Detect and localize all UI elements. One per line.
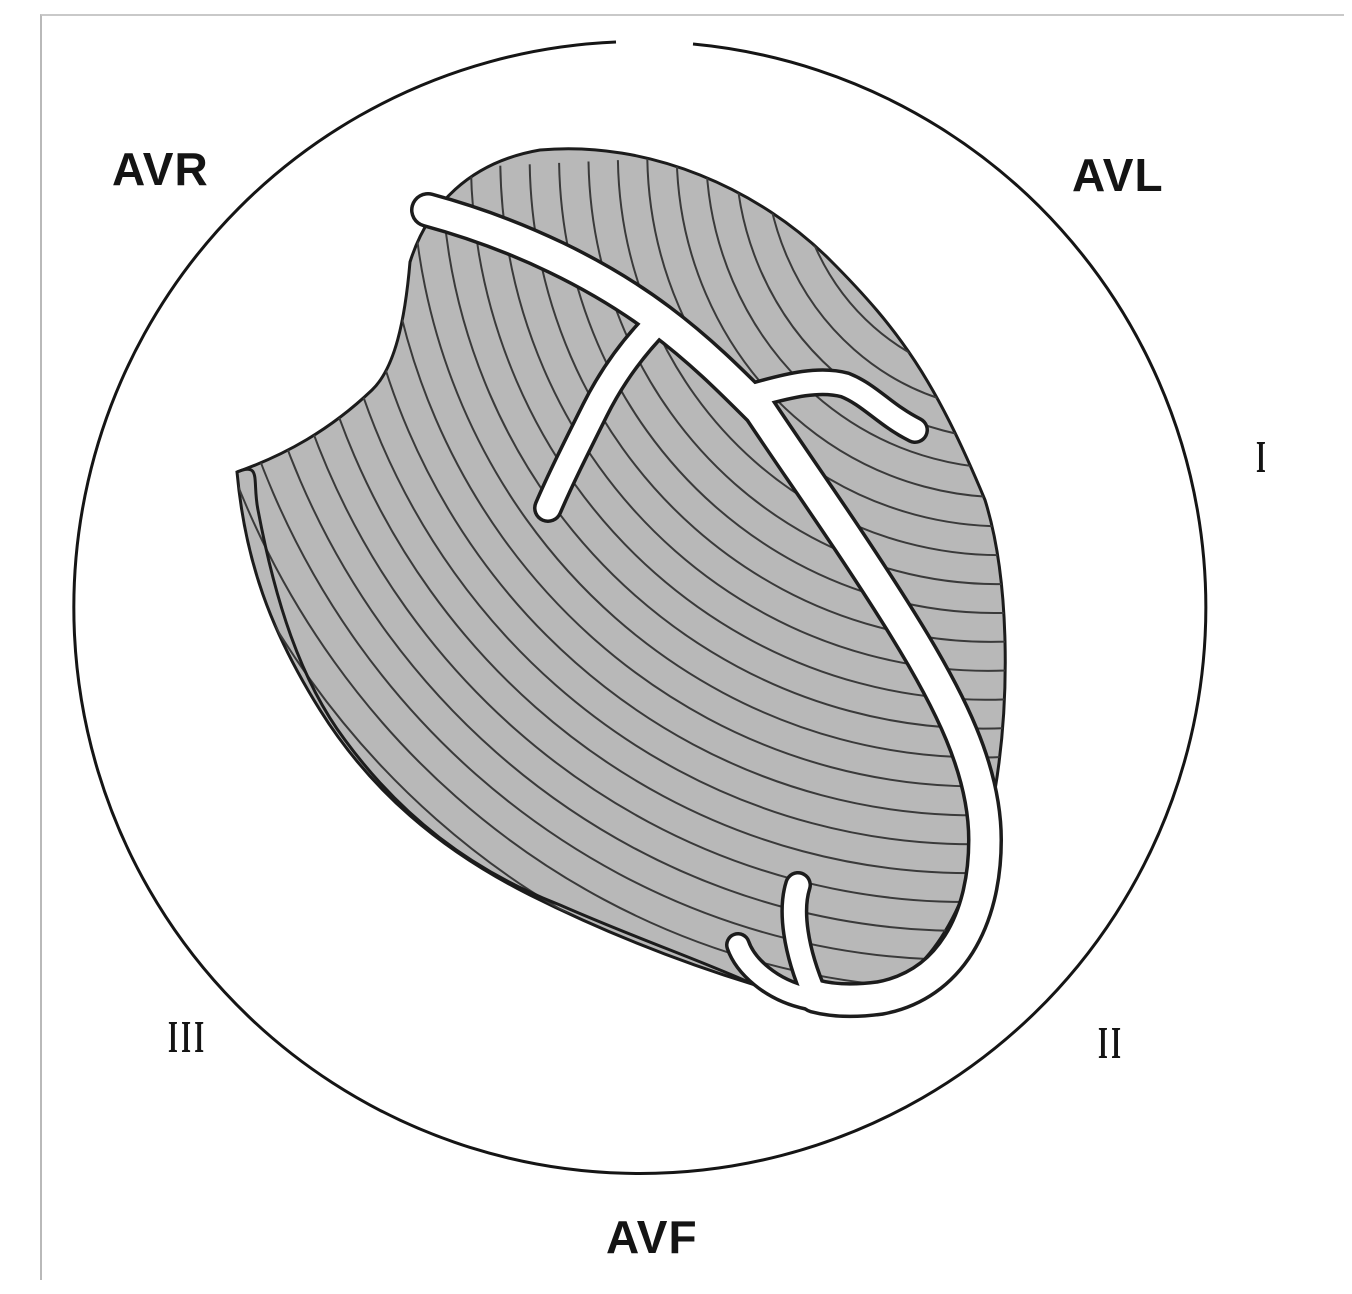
lead-label-avl: AVL xyxy=(1072,152,1164,198)
lead-label-iii: III xyxy=(168,1014,207,1060)
muscle-fiber-line xyxy=(853,149,1049,324)
muscle-fiber-line xyxy=(883,148,1048,295)
lead-label-avr: AVR xyxy=(112,146,209,192)
lead-label-avf: AVF xyxy=(606,1214,698,1260)
lead-label-i: I xyxy=(1256,434,1269,480)
lead-label-ii: II xyxy=(1098,1020,1124,1066)
